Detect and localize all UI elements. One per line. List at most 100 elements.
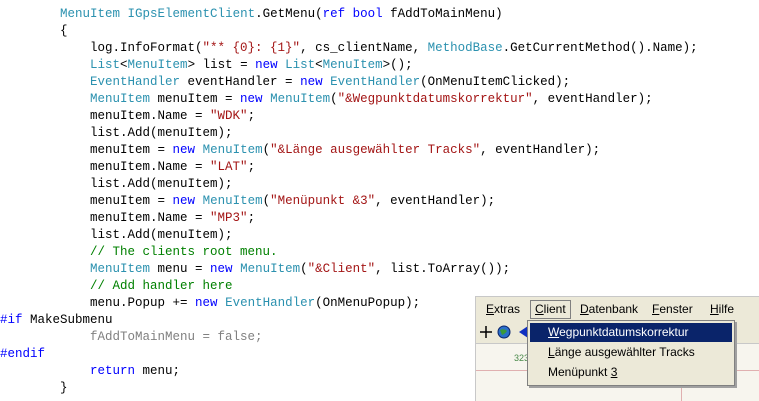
code-line: }	[0, 380, 68, 397]
code-token: #endif	[0, 347, 46, 361]
code-token: List	[90, 58, 121, 72]
code-token: bool	[352, 7, 383, 21]
code-token: menu;	[135, 364, 181, 378]
code-token: "LAT"	[210, 160, 248, 174]
code-token	[323, 75, 331, 89]
code-line: list.Add(menuItem);	[0, 125, 233, 142]
code-line: menu.Popup += new EventHandler(OnMenuPop…	[0, 295, 420, 312]
code-token: (	[330, 92, 338, 106]
code-token: menuItem.Name =	[0, 109, 211, 123]
code-line: EventHandler eventHandler = new EventHan…	[0, 74, 570, 91]
code-token: new	[172, 194, 196, 208]
code-token: menuItem =	[0, 194, 173, 208]
arrow-left-icon[interactable]	[516, 324, 532, 340]
code-line: MenuItem menu = new MenuItem("&Client", …	[0, 261, 510, 278]
code-token	[263, 92, 271, 106]
menu-item-mnemonic: L	[548, 345, 555, 359]
code-token: new	[195, 296, 218, 310]
menu-item-rest: änge ausgewählter Tracks	[554, 345, 695, 359]
code-token: (	[262, 194, 271, 208]
code-token: EventHandler	[90, 75, 181, 89]
code-token: MenuItem	[240, 262, 301, 276]
menu-hilfe[interactable]: Hilfe	[706, 300, 738, 318]
code-line: menuItem.Name = "LAT";	[0, 159, 255, 176]
code-line: #endif	[0, 346, 45, 363]
code-token: "&Länge ausgewählter Tracks"	[270, 143, 481, 157]
code-line: List<MenuItem> list = new List<MenuItem>…	[0, 57, 413, 74]
code-token: MakeSubmenu	[22, 313, 113, 327]
client-dropdown-menu: Wegpunktdatumskorrektur Länge ausgewählt…	[527, 320, 735, 386]
code-token	[0, 75, 90, 89]
code-token: "** {0}: {1}"	[202, 41, 301, 55]
menu-item-rest: Menüpunkt	[548, 365, 611, 379]
code-token: MenuItem	[90, 92, 151, 106]
code-token: fAddToMainMenu = false;	[0, 330, 263, 344]
globe-icon[interactable]	[496, 324, 512, 340]
map-coordinate-label: 323	[514, 353, 530, 363]
code-token: eventHandler =	[180, 75, 301, 89]
code-line: // The clients root menu.	[0, 244, 278, 261]
menu-datenbank[interactable]: Datenbank	[576, 300, 642, 318]
code-token: <	[315, 58, 323, 72]
menu-item-mnemonic: W	[548, 325, 560, 339]
code-token: #if	[0, 313, 23, 327]
move-cross-icon[interactable]	[478, 324, 494, 340]
code-token: > list =	[187, 58, 256, 72]
code-token: , cs_clientName,	[300, 41, 428, 55]
code-token	[120, 7, 128, 21]
code-token: MenuItem	[60, 7, 121, 21]
code-token: log.InfoFormat(	[0, 41, 203, 55]
code-token	[195, 143, 203, 157]
code-line: MenuItem IGpsElementClient.GetMenu(ref b…	[0, 6, 503, 23]
code-token: menuItem =	[150, 92, 241, 106]
code-token: .GetCurrentMethod().Name);	[502, 41, 698, 55]
code-token: new	[172, 143, 196, 157]
code-token	[218, 296, 226, 310]
menu-fenster[interactable]: Fenster	[648, 300, 697, 318]
code-token	[0, 245, 90, 259]
code-line: menuItem = new MenuItem("&Länge ausgewäh…	[0, 142, 600, 159]
menu-item-rest: egpunktdatumskorrektur	[559, 325, 689, 339]
code-line: menuItem = new MenuItem("Menüpunkt &3", …	[0, 193, 495, 210]
code-token: <	[120, 58, 128, 72]
menu-item-menuepunkt-3[interactable]: Menüpunkt 3	[530, 363, 732, 382]
code-line: list.Add(menuItem);	[0, 227, 233, 244]
code-token: MenuItem	[90, 262, 151, 276]
code-token: (	[300, 262, 308, 276]
code-token: new	[240, 92, 263, 106]
code-token	[0, 262, 90, 276]
code-token: "&Wegpunktdatumskorrektur"	[337, 92, 533, 106]
menu-fenster-rest: enster	[659, 302, 693, 316]
code-token: "MP3"	[210, 211, 248, 225]
code-token: , eventHandler);	[532, 92, 653, 106]
code-token: (OnMenuPopup);	[315, 296, 421, 310]
code-token: ref	[322, 7, 346, 21]
code-token	[233, 262, 241, 276]
menu-item-mnemonic: 3	[610, 365, 618, 379]
code-token: list.Add(menuItem);	[0, 228, 233, 242]
menu-client[interactable]: Client	[530, 300, 571, 319]
code-line: fAddToMainMenu = false;	[0, 329, 263, 346]
code-token: }	[0, 381, 68, 395]
code-token	[278, 58, 286, 72]
code-line: return menu;	[0, 363, 180, 380]
code-token: MenuItem	[127, 58, 188, 72]
menu-extras[interactable]: Extras	[482, 300, 524, 318]
code-token: (	[262, 143, 271, 157]
code-token: ;	[247, 160, 256, 174]
code-token: "Menüpunkt &3"	[270, 194, 376, 208]
code-line: menuItem.Name = "WDK";	[0, 108, 255, 125]
code-token: new	[255, 58, 278, 72]
code-token: >();	[382, 58, 413, 72]
code-token: new	[300, 75, 323, 89]
code-token	[0, 279, 90, 293]
menu-item-wegpunktdatumskorrektur[interactable]: Wegpunktdatumskorrektur	[530, 323, 732, 342]
code-token: , eventHandler);	[375, 194, 496, 208]
code-token: return	[90, 364, 136, 378]
code-token: MenuItem	[202, 194, 263, 208]
menu-fenster-mnemonic: F	[652, 302, 660, 316]
code-token: MenuItem	[322, 58, 383, 72]
menu-client-rest: lient	[543, 302, 566, 316]
menu-item-laenge-tracks[interactable]: Länge ausgewählter Tracks	[530, 343, 732, 362]
